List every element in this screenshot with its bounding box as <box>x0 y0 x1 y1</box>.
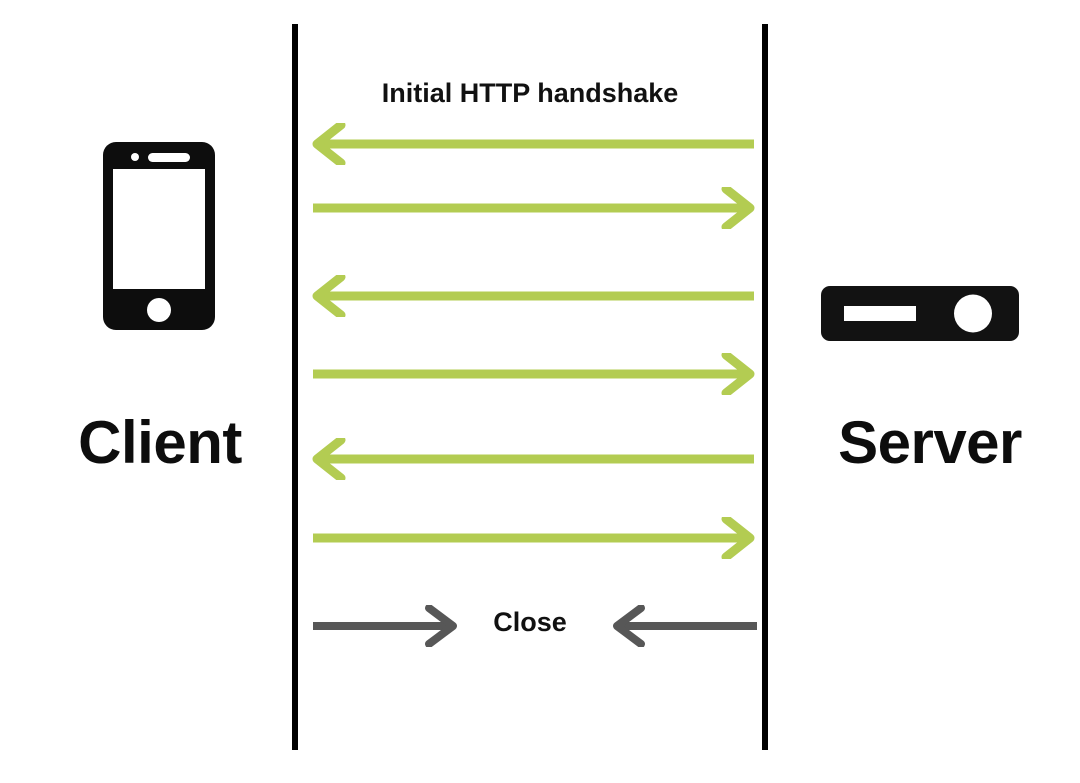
close-arrow-outgoing <box>313 605 459 647</box>
client-label: Client <box>78 409 242 476</box>
server-label: Server <box>838 409 1022 476</box>
message-arrow-6 <box>313 517 756 559</box>
mobile-phone-icon <box>103 142 215 335</box>
handshake-label: Initial HTTP handshake <box>381 78 679 108</box>
message-arrow-2 <box>313 187 756 229</box>
client-lifeline <box>292 24 298 750</box>
message-arrow-5 <box>311 438 754 480</box>
message-arrow-3 <box>311 275 754 317</box>
close-arrow-incoming <box>611 605 757 647</box>
message-arrow-1 <box>311 123 754 165</box>
server-lifeline <box>762 24 768 750</box>
close-label: Close <box>493 607 567 637</box>
message-arrow-4 <box>313 353 756 395</box>
server-rack-icon <box>821 286 1019 346</box>
